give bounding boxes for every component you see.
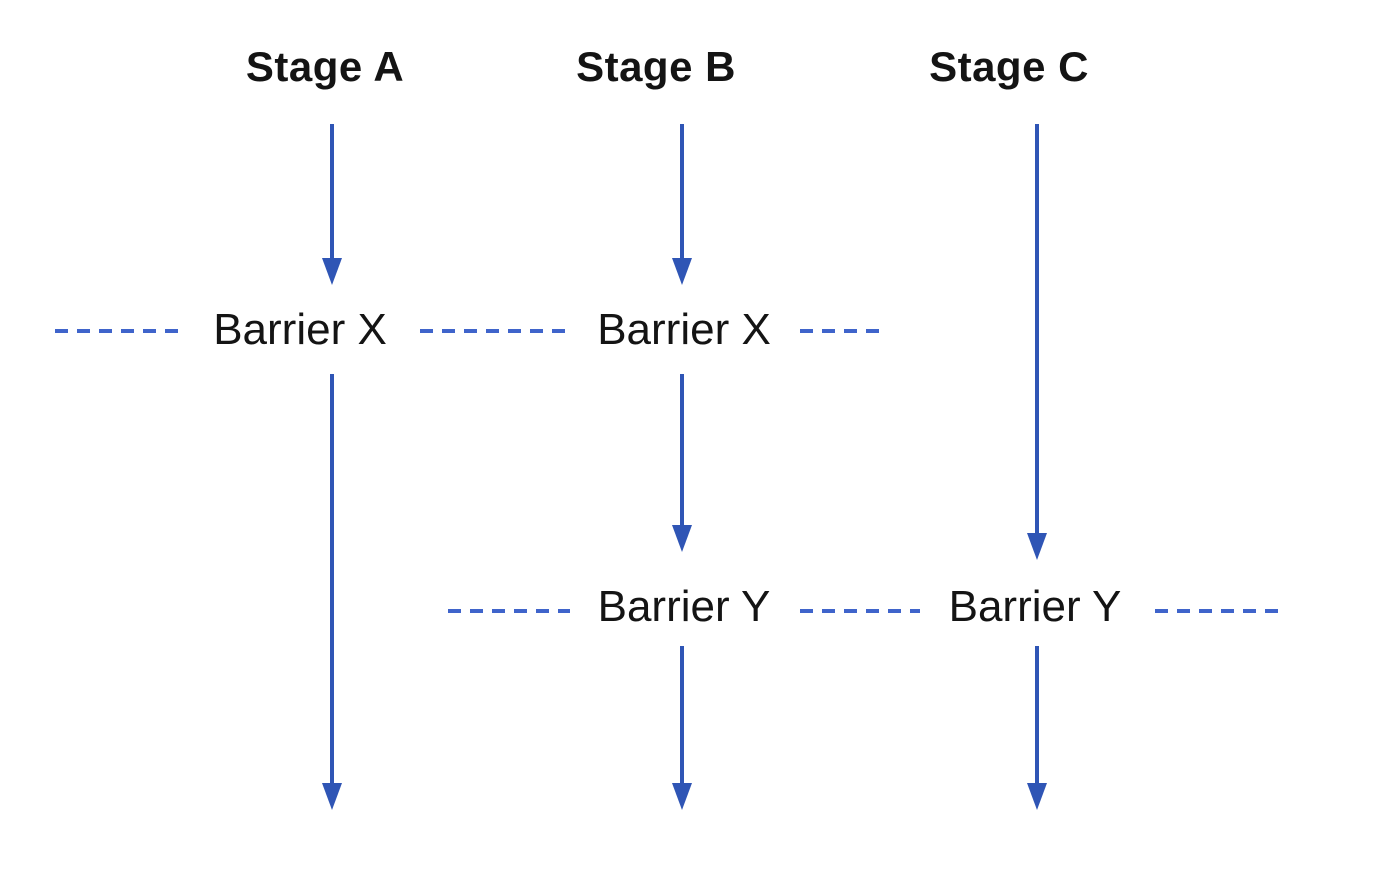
stage-c-arrow-upper — [1027, 124, 1047, 560]
barrier-y-label-stage-b: Barrier Y — [597, 582, 771, 631]
stage-a-arrow-upper — [322, 124, 342, 285]
barrier-x-label-stage-a: Barrier X — [213, 305, 387, 354]
barrier-x-label-stage-b: Barrier X — [597, 305, 771, 354]
stage-a-heading: Stage A — [245, 43, 405, 90]
stage-b-arrow-upper — [672, 124, 692, 285]
stage-c-arrow-lower — [1027, 646, 1047, 810]
barrier-y-label-stage-c: Barrier Y — [948, 582, 1122, 631]
stage-a-arrow-lower — [322, 374, 342, 810]
stage-b-heading: Stage B — [576, 43, 736, 90]
stage-c-heading: Stage C — [929, 43, 1089, 90]
stage-b-arrow-lower — [672, 646, 692, 810]
stage-b-arrow-middle — [672, 374, 692, 552]
